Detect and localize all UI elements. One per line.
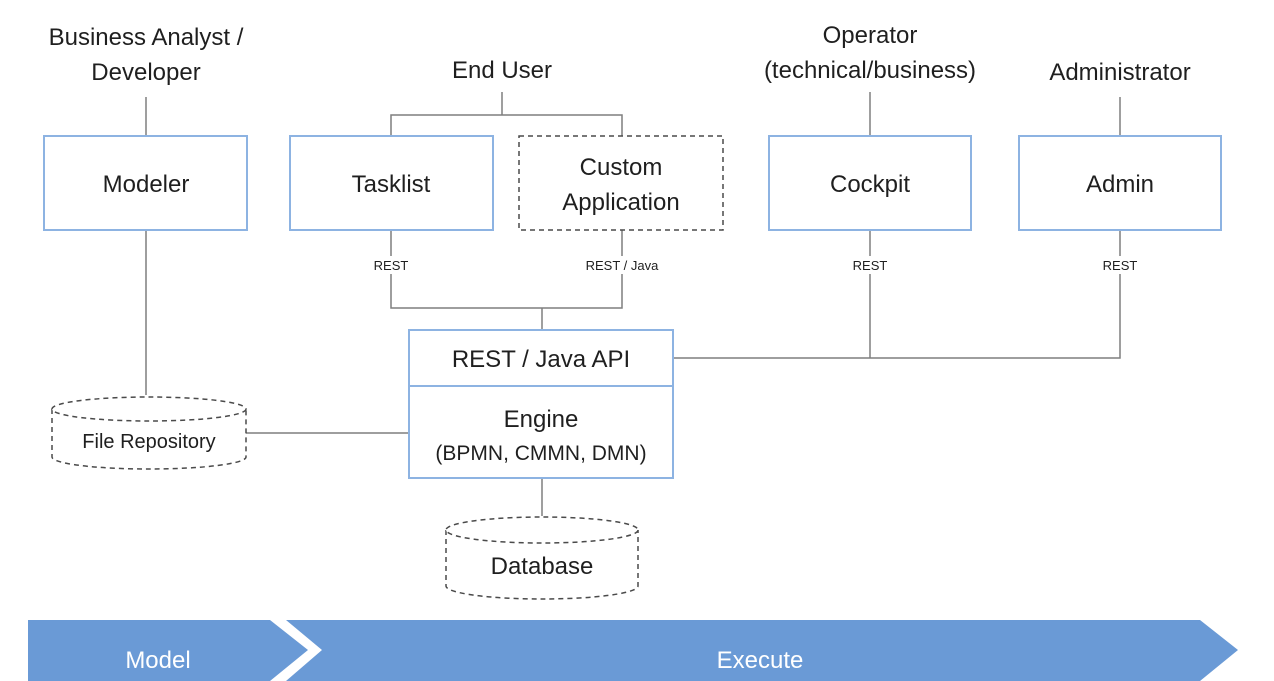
connector-label-admin: REST	[1103, 258, 1138, 273]
connector-end-user-branch	[390, 114, 623, 136]
box-modeler: Modeler	[43, 135, 248, 231]
phase-label-model: Model	[125, 647, 190, 674]
box-tasklist-label: Tasklist	[352, 171, 431, 198]
store-database	[445, 516, 639, 600]
connector-label-tasklist: REST	[374, 258, 409, 273]
connector-admin-to-api	[673, 230, 1121, 359]
box-cockpit: Cockpit	[768, 135, 972, 231]
store-file-repository	[51, 396, 247, 470]
box-cockpit-label: Cockpit	[830, 171, 910, 198]
box-admin-label: Admin	[1086, 171, 1154, 198]
box-rest-java-api-label: REST / Java API	[452, 346, 630, 373]
actor-administrator: Administrator	[1049, 59, 1190, 86]
box-custom-application-line1: Custom	[580, 154, 663, 181]
actor-operator-line2: (technical/business)	[764, 57, 976, 84]
actor-business-analyst-line2: Developer	[91, 59, 200, 86]
actor-end-user: End User	[452, 57, 552, 84]
box-modeler-label: Modeler	[103, 171, 190, 198]
box-custom-application-line2: Application	[562, 189, 679, 216]
actor-operator-line1: Operator	[823, 22, 918, 49]
phase-arrow-model	[28, 620, 308, 681]
connector-label-backgrounds	[370, 256, 1141, 274]
box-custom-application: Custom Application	[518, 135, 724, 231]
store-database-label: Database	[491, 553, 594, 580]
box-engine-line1: Engine	[504, 406, 579, 433]
connector-label-custom-application: REST / Java	[586, 258, 660, 273]
store-file-repository-label: File Repository	[82, 431, 215, 453]
box-engine-stack: REST / Java API Engine (BPMN, CMMN, DMN)	[408, 329, 674, 479]
box-admin: Admin	[1018, 135, 1222, 231]
box-tasklist: Tasklist	[289, 135, 494, 231]
actor-business-analyst-line1: Business Analyst /	[49, 24, 244, 51]
phase-label-execute: Execute	[717, 647, 804, 674]
phase-arrow-execute	[286, 620, 1238, 681]
box-engine-line2: (BPMN, CMMN, DMN)	[435, 442, 646, 465]
connector-label-cockpit: REST	[853, 258, 888, 273]
